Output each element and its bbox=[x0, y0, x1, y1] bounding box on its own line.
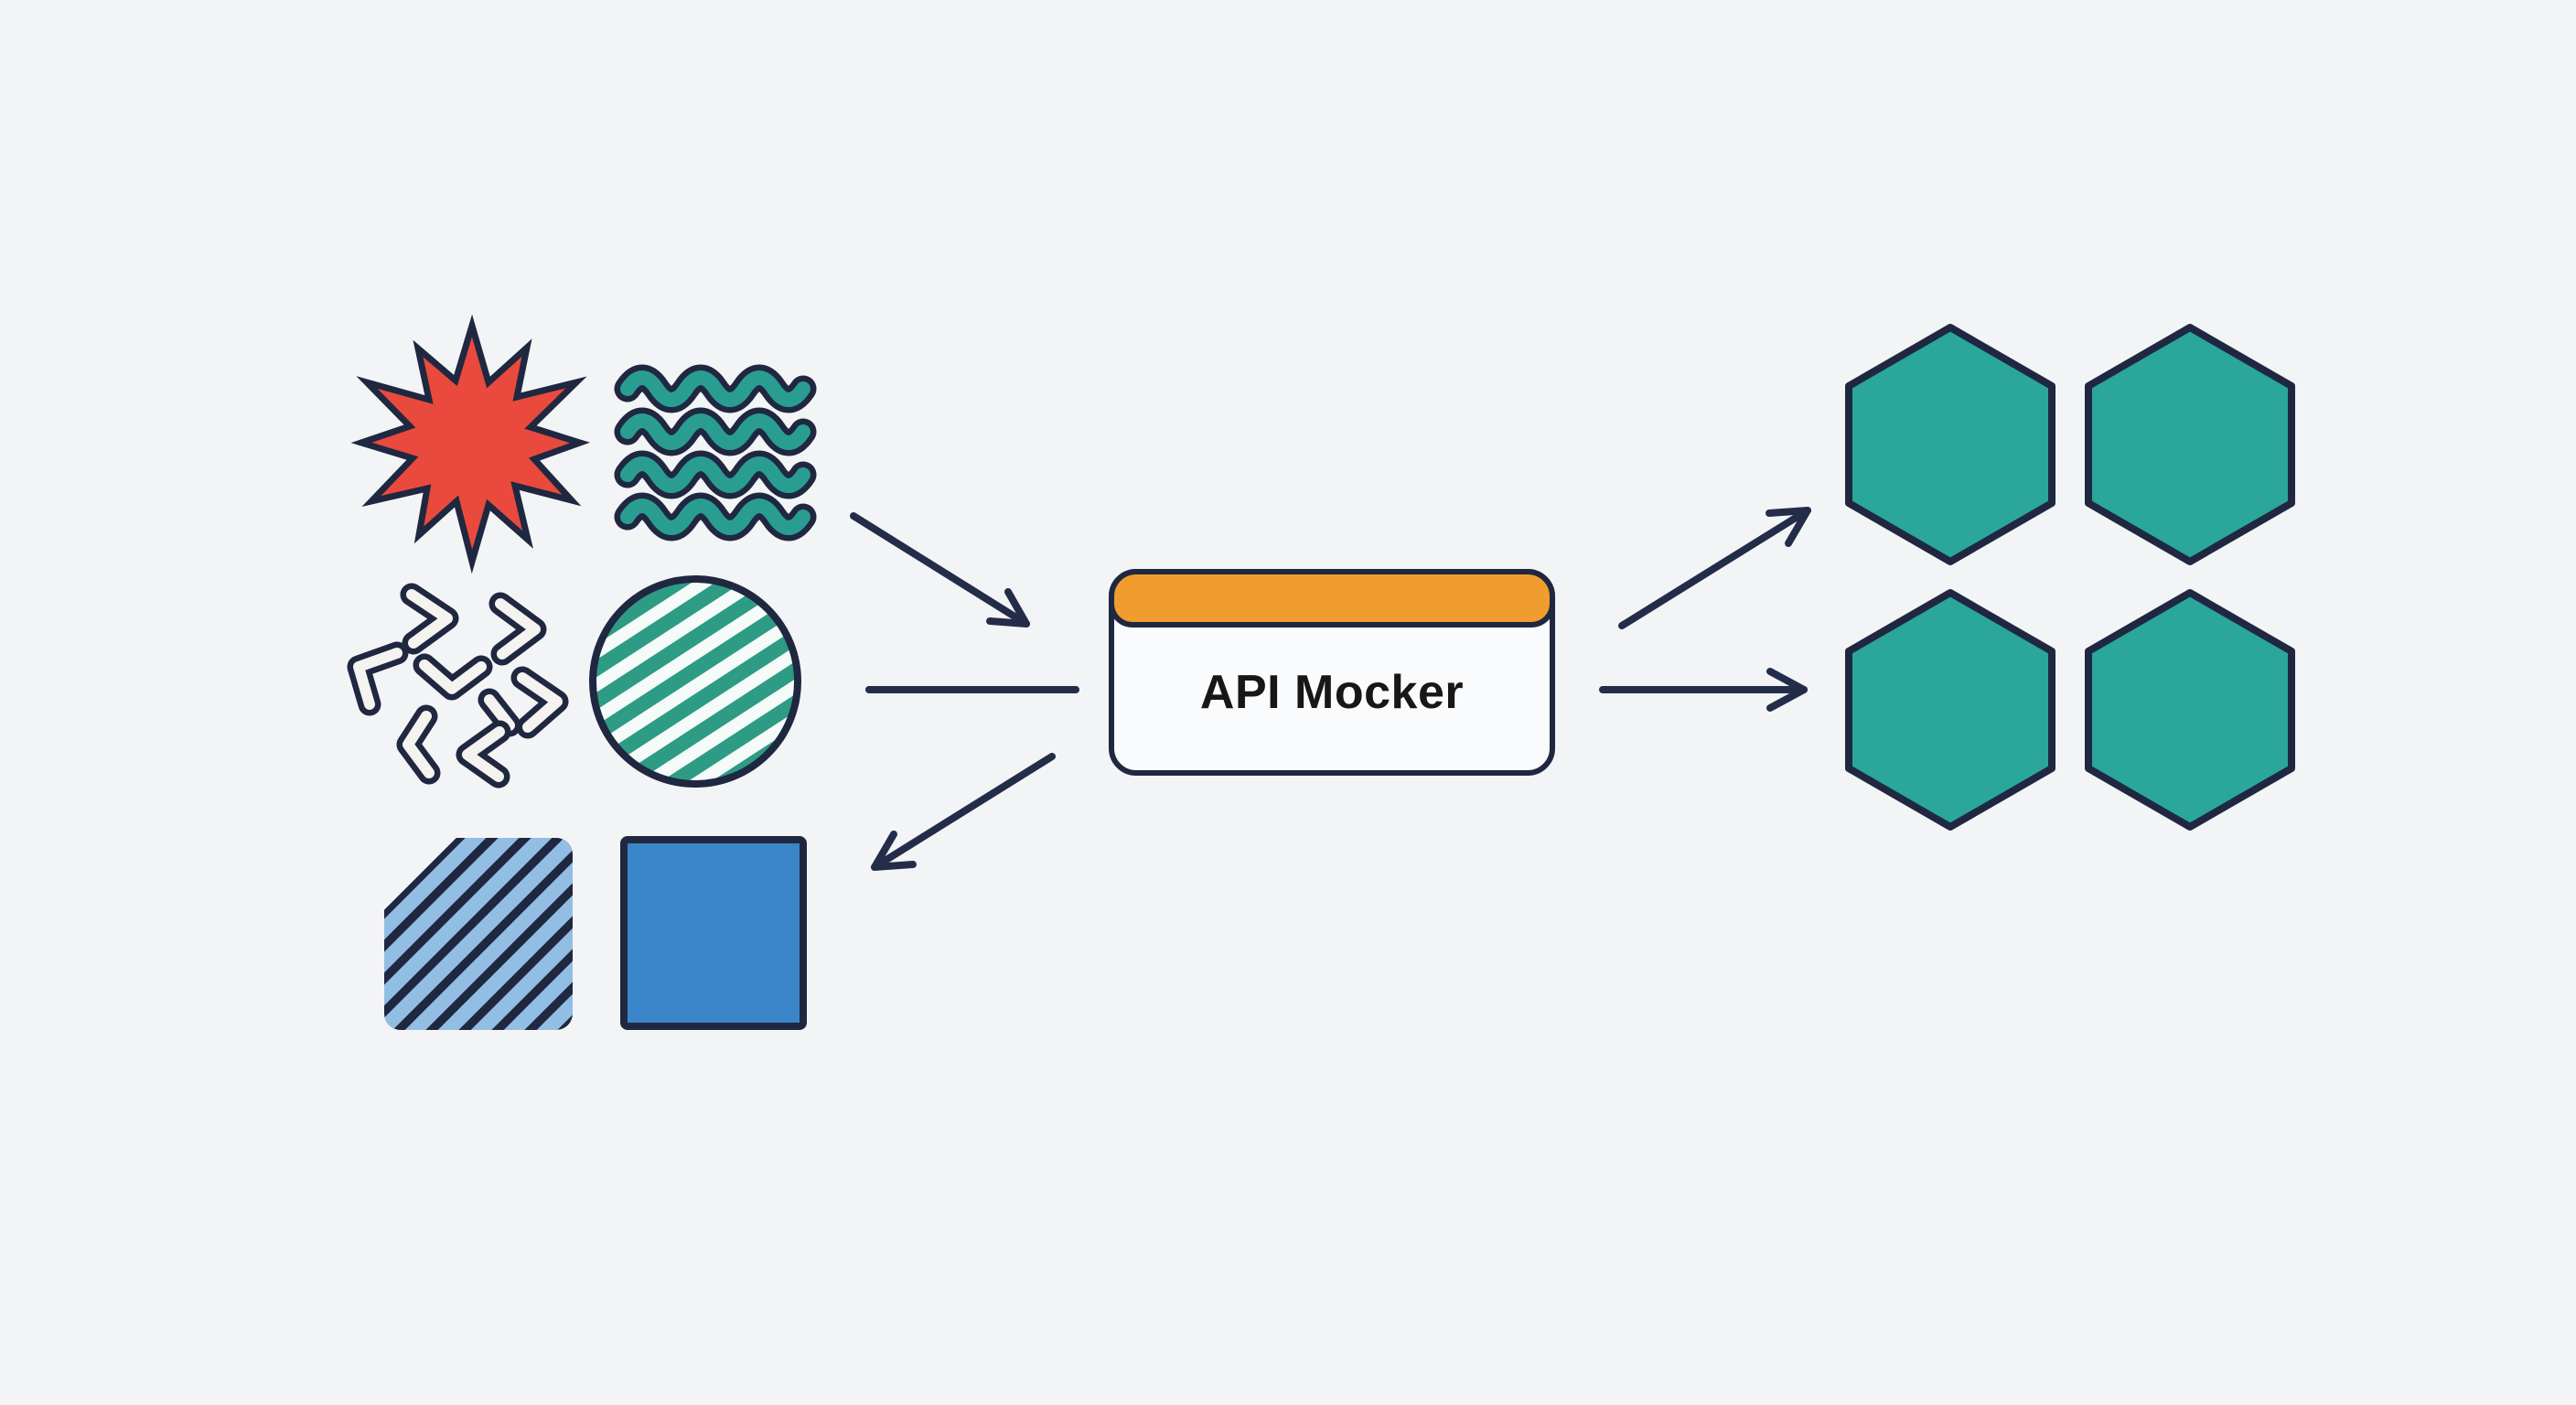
starburst-icon bbox=[350, 314, 590, 574]
hexagon-icon bbox=[2085, 324, 2295, 565]
api-mocker-header bbox=[1109, 569, 1555, 627]
flow-arrows bbox=[850, 507, 1811, 871]
scribble-square-icon bbox=[384, 838, 573, 1030]
striped-circle-icon bbox=[589, 575, 801, 788]
api-mocker-node: API Mocker bbox=[1109, 569, 1555, 776]
hexagon-icon bbox=[1845, 589, 2055, 831]
solid-square-icon bbox=[620, 836, 807, 1030]
arrow-output-right bbox=[1599, 668, 1808, 712]
hexagon-grid bbox=[1845, 324, 2295, 831]
waves-icon bbox=[628, 378, 803, 528]
arrow-output-bottom-left bbox=[871, 753, 1056, 871]
api-mocker-label: API Mocker bbox=[1199, 666, 1465, 719]
api-mocker-body: API Mocker bbox=[1114, 627, 1550, 770]
arrow-input-top bbox=[850, 512, 1030, 627]
arrow-output-top-right bbox=[1618, 507, 1811, 629]
hexagon-icon bbox=[1845, 324, 2055, 565]
chevron-scatter-icon bbox=[359, 595, 557, 777]
hexagon-icon bbox=[2085, 589, 2295, 831]
